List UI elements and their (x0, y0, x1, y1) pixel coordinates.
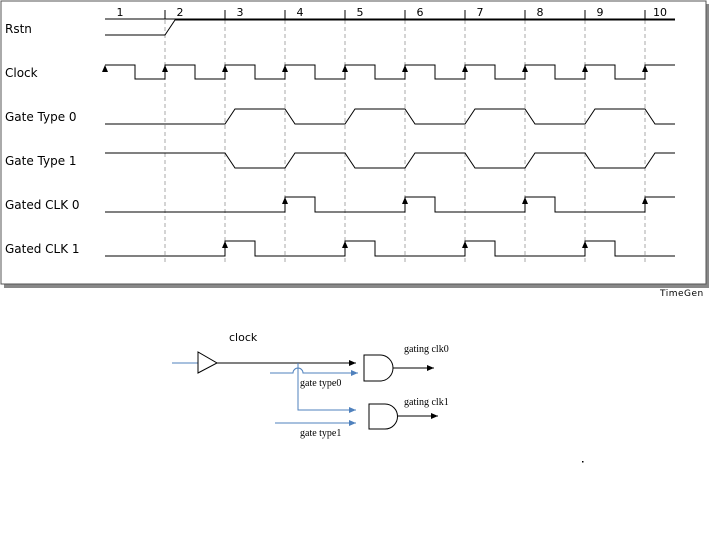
signal-label-gated-clk-1: Gated CLK 1 (5, 242, 80, 256)
rising-edge-arrow-icon (162, 65, 168, 72)
rising-edge-arrow-icon (522, 65, 528, 72)
waveform-gated-clk-0 (105, 196, 675, 213)
rising-edge-arrow-icon (222, 65, 228, 72)
gate-type0-wire (270, 367, 358, 376)
cycle-number: 5 (357, 6, 364, 19)
cycle-number: 2 (177, 6, 184, 19)
clock-buffer-icon (197, 351, 219, 374)
rising-edge-arrow-icon (522, 197, 528, 204)
signal-label-rstn: Rstn (5, 22, 32, 36)
rising-edge-arrow-icon (462, 65, 468, 72)
gate-type1-label: gate type1 (300, 428, 341, 439)
waveform-rstn (105, 19, 675, 36)
rising-edge-arrow-icon (402, 197, 408, 204)
signal-label-gated-clk-0: Gated CLK 0 (5, 198, 80, 212)
waveform-gate-type-1 (105, 152, 675, 169)
cycle-number: 9 (597, 6, 604, 19)
signal-label-clock: Clock (5, 66, 38, 80)
gating-clk1-label: gating clk1 (404, 397, 449, 408)
cycle-number: 8 (537, 6, 544, 19)
rising-edge-arrow-icon (582, 65, 588, 72)
rising-edge-arrow-icon (282, 65, 288, 72)
rising-edge-arrow-icon (282, 197, 288, 204)
rising-edge-arrow-icon (642, 65, 648, 72)
signal-label-gate-type-0: Gate Type 0 (5, 110, 77, 124)
rising-edge-arrow-icon (342, 241, 348, 248)
rising-edge-arrow-icon (462, 241, 468, 248)
rising-edge-arrows (102, 65, 648, 248)
rising-edge-arrow-icon (642, 197, 648, 204)
waveform-gated-clk-1 (105, 240, 675, 257)
rising-edge-arrow-icon (582, 241, 588, 248)
diagram-frame (0, 0, 707, 285)
cycle-number-row: 1 2 3 4 5 6 7 8 9 10 (117, 6, 668, 19)
rising-edge-arrow-icon (102, 65, 108, 72)
and-gate-1-icon (368, 403, 398, 430)
cycle-number: 6 (417, 6, 424, 19)
stray-dot (582, 461, 584, 463)
timegen-label: TimeGen (659, 289, 704, 299)
cycle-number: 4 (297, 6, 304, 19)
signal-label-gate-type-1: Gate Type 1 (5, 154, 77, 168)
gate-type0-label: gate type0 (300, 378, 341, 389)
cycle-gridlines (164, 10, 646, 262)
cycle-number: 10 (653, 6, 667, 19)
cycle-number: 3 (237, 6, 244, 19)
and-gate-0-icon (363, 354, 394, 382)
cycle-number: 1 (117, 6, 124, 19)
waveform-clock (105, 64, 675, 80)
gating-clk0-label: gating clk0 (404, 344, 449, 355)
rising-edge-arrow-icon (222, 241, 228, 248)
waveform-gate-type-0 (105, 108, 675, 125)
rising-edge-arrow-icon (342, 65, 348, 72)
rising-edge-arrow-icon (402, 65, 408, 72)
clock-branch-wire (297, 363, 356, 413)
cycle-number: 7 (477, 6, 484, 19)
clock-label: clock (229, 331, 258, 344)
